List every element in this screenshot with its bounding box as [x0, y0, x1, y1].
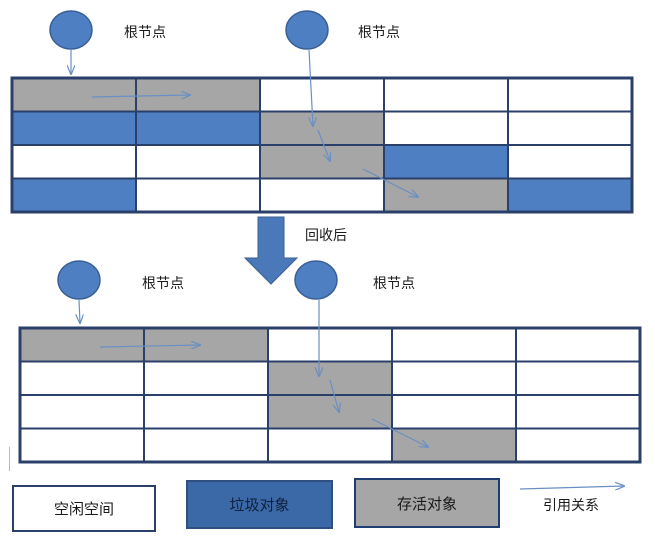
after-cell-free: [267, 327, 393, 363]
after-cell-free: [391, 394, 517, 430]
before-cell-free: [383, 77, 509, 113]
legend-free-space: 空闲空间: [12, 485, 156, 532]
after-cell-free: [515, 394, 641, 430]
after-outline: [18, 326, 642, 464]
after-cell-free: [19, 427, 145, 463]
after-cell-free: [391, 360, 517, 396]
before-cell-garbage: [135, 110, 261, 146]
before-cell-alive: [383, 177, 509, 213]
after-cell-free: [143, 394, 269, 430]
before-cell-garbage: [11, 177, 137, 213]
after-cell-free: [267, 427, 393, 463]
legend-garbage-object: 垃圾对象: [186, 480, 333, 529]
before-cell-garbage: [507, 177, 633, 213]
after-cell-alive: [19, 327, 145, 363]
before-cell-free: [259, 77, 385, 113]
before-cell-free: [11, 144, 137, 180]
collect-arrow-icon: [243, 216, 299, 285]
root-node-2-before: [285, 10, 329, 50]
before-cell-free: [135, 177, 261, 213]
after-cell-free: [143, 427, 269, 463]
memory-grid-after: [18, 326, 642, 464]
before-cell-alive: [135, 77, 261, 113]
before-cell-garbage: [383, 144, 509, 180]
legend-alive-object: 存活对象: [354, 478, 500, 528]
before-cell-free: [259, 177, 385, 213]
legend-garbage-label: 垃圾对象: [229, 496, 290, 514]
root-label-2-after: 根节点: [373, 276, 415, 292]
reference-arrows-before: [71, 49, 418, 197]
after-cell-alive: [267, 394, 393, 430]
after-cell-alive: [267, 360, 393, 396]
after-cell-alive: [391, 427, 517, 463]
after-cell-alive: [143, 327, 269, 363]
legend-free-label: 空闲空间: [53, 500, 114, 518]
root-label-2-before: 根节点: [358, 25, 400, 41]
before-cell-free: [507, 144, 633, 180]
before-cell-free: [383, 110, 509, 146]
root-label-1-before: 根节点: [124, 25, 166, 41]
after-cell-free: [19, 360, 145, 396]
legend-reference-arrow: [519, 486, 624, 489]
before-cell-free: [507, 110, 633, 146]
reference-arrows-after: [79, 299, 428, 447]
after-collect-label: 回收后: [305, 228, 347, 244]
after-cell-free: [19, 394, 145, 430]
root-node-2-after: [294, 260, 338, 300]
before-outline: [10, 76, 634, 214]
root-label-1-after: 根节点: [142, 276, 184, 292]
root-node-1-before: [49, 10, 93, 50]
before-cell-garbage: [11, 110, 137, 146]
before-cell-free: [507, 77, 633, 113]
legend-alive-label: 存活对象: [396, 494, 457, 513]
after-cell-free: [391, 327, 517, 363]
after-cell-free: [515, 360, 641, 396]
edge-mark: [9, 447, 10, 471]
memory-grid-before: [10, 76, 634, 214]
legend-reference-label: 引用关系: [543, 498, 599, 514]
before-cell-free: [135, 144, 261, 180]
after-cell-free: [515, 327, 641, 363]
after-cell-free: [515, 427, 641, 463]
before-cell-alive: [11, 77, 137, 113]
root-node-1-after: [57, 260, 101, 300]
before-cell-alive: [259, 144, 385, 180]
after-cell-free: [143, 360, 269, 396]
